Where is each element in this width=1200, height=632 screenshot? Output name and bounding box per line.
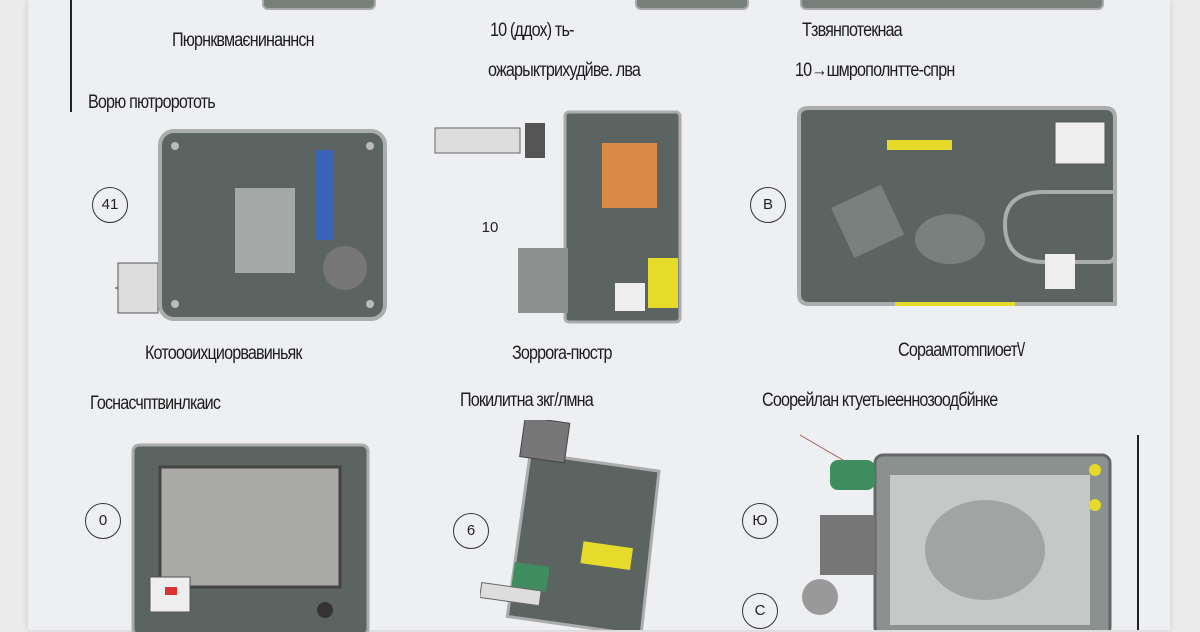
circuit-board-4	[131, 443, 370, 632]
label-4: ожарыктрихудйве. лва	[488, 60, 641, 81]
label-11: Покилитна зкг/лмна	[460, 390, 594, 411]
callout-4: 0	[85, 503, 121, 539]
label-6: Ворю пютрорототь	[88, 92, 216, 113]
board-top-partial-2	[635, 0, 749, 10]
callout-1: 41	[92, 187, 128, 223]
board-top-partial-1	[262, 0, 376, 10]
callout-5: 6	[453, 513, 489, 549]
label-12: Соорейлан ктуетыееннозоодбйнке	[762, 390, 998, 411]
label-8: Зорроrа-пюстр	[512, 343, 613, 364]
callout-3: В	[750, 187, 786, 223]
callout-6: Ю	[742, 503, 778, 539]
callout-2: 10	[481, 219, 499, 236]
label-9: Сораамтоmпиоет\/	[898, 340, 1025, 361]
label-7: Котоооихциорвавиньяк	[145, 343, 303, 364]
right-border-line	[1137, 435, 1139, 630]
label-10: Госнасчптвинлкаис	[90, 393, 221, 414]
label-3: Тзвянпотекнаа	[802, 20, 903, 41]
label-1: Пюрнквмаєнинаннсн	[172, 30, 314, 51]
circuit-board-3	[797, 106, 1117, 306]
callout-7: С	[742, 593, 778, 629]
circuit-board-2	[434, 110, 682, 324]
circuit-board-6	[799, 434, 1112, 630]
label-2: 10 (ддох) ть-	[490, 20, 574, 41]
circuit-board-5	[480, 420, 661, 630]
circuit-board-1	[115, 129, 387, 321]
board-top-partial-3	[800, 0, 1104, 10]
left-border-line	[70, 0, 72, 112]
label-5: 10→шмрополнтте-спрн	[795, 60, 955, 81]
